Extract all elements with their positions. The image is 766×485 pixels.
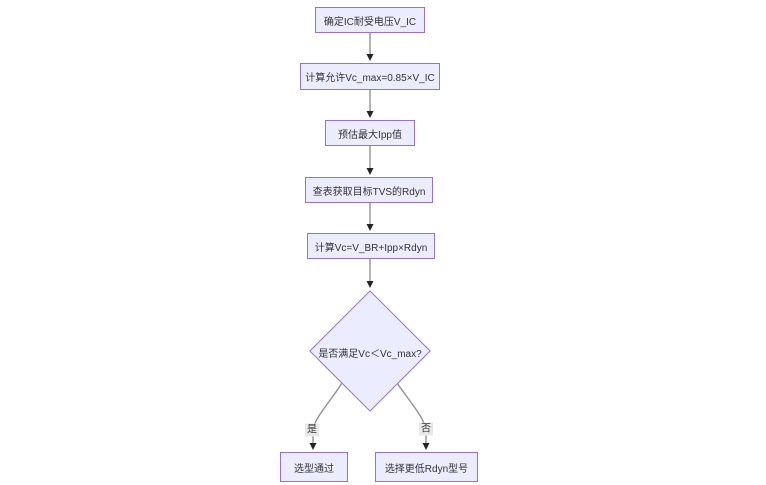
edge-d1-n6-arrowhead — [309, 443, 317, 450]
edge-n3-n4-arrowhead — [366, 168, 374, 175]
edge-label-yes: 是 — [305, 423, 319, 437]
edge-n2-n3-arrowhead — [366, 111, 374, 118]
node-compute-vc: 计算Vc=V_BR+Ipp×Rdyn — [307, 233, 435, 259]
node-selection-pass: 选型通过 — [280, 452, 348, 482]
node-lookup-rdyn: 查表获取目标TVS的Rdyn — [305, 177, 433, 203]
node-estimate-ipp: 预估最大Ipp值 — [325, 120, 415, 146]
edge-n4-n5-arrowhead — [366, 224, 374, 231]
decision-vc-less-than-vcmax: 是否满足Vc＜Vc_max? — [318, 349, 422, 360]
node-determine-ic-voltage: 确定IC耐受电压V_IC — [315, 7, 425, 33]
edge-label-no: 否 — [419, 422, 433, 436]
node-compute-vcmax: 计算允许Vc_max=0.85×V_IC — [300, 63, 440, 90]
edge-n5-d1-arrowhead — [366, 281, 374, 288]
edge-d1-n7-arrowhead — [422, 443, 430, 450]
node-choose-lower-rdyn: 选择更低Rdyn型号 — [375, 452, 478, 482]
edge-n1-n2-arrowhead — [366, 54, 374, 61]
